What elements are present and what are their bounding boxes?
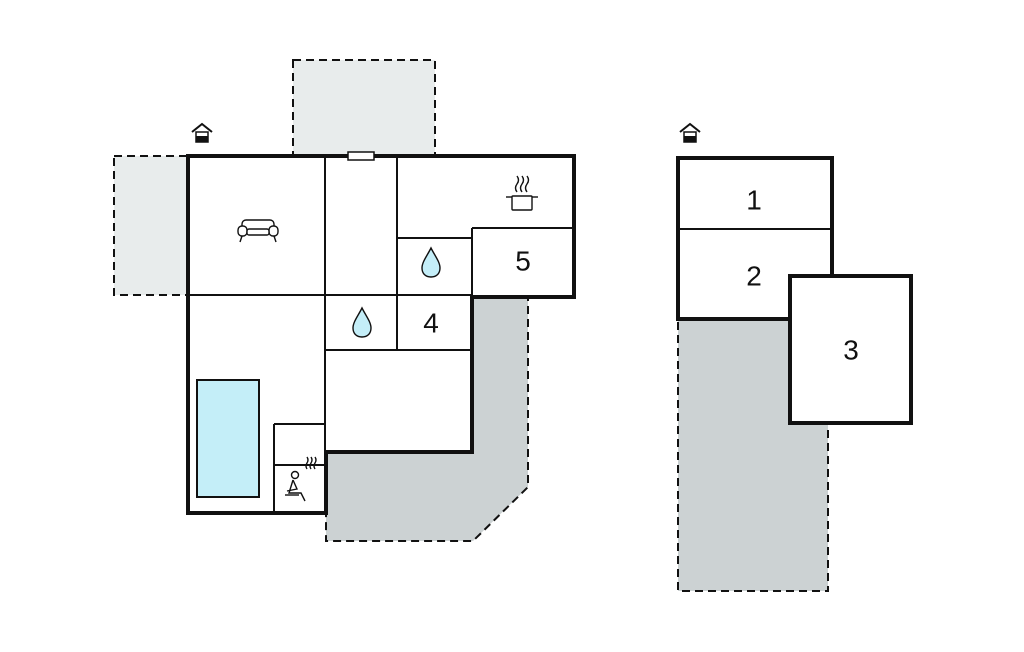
room-label-1: 1: [746, 184, 762, 215]
room-label-5: 5: [515, 245, 531, 276]
room-label-3: 3: [843, 334, 859, 365]
house-entrance-icon: [679, 122, 701, 143]
ground-floor: 4 5: [113, 59, 576, 542]
upper-floor: 1 2 3: [676, 122, 913, 592]
room-label-2: 2: [746, 260, 762, 291]
cooking-pot-icon: [506, 175, 538, 211]
bedroom-3: [788, 274, 913, 425]
outer-walls: [186, 154, 576, 515]
water-drop-icon: [421, 246, 441, 278]
room-label-4: 4: [423, 307, 439, 338]
house-entrance-icon: [191, 122, 213, 143]
sofa-icon: [237, 219, 279, 243]
terrace-left: [113, 155, 189, 296]
interior-walls: [188, 156, 574, 513]
terrace-top: [292, 59, 436, 157]
window: [347, 151, 375, 161]
pool: [196, 379, 260, 498]
water-drop-icon: [352, 306, 372, 338]
sauna-icon: [285, 456, 317, 502]
